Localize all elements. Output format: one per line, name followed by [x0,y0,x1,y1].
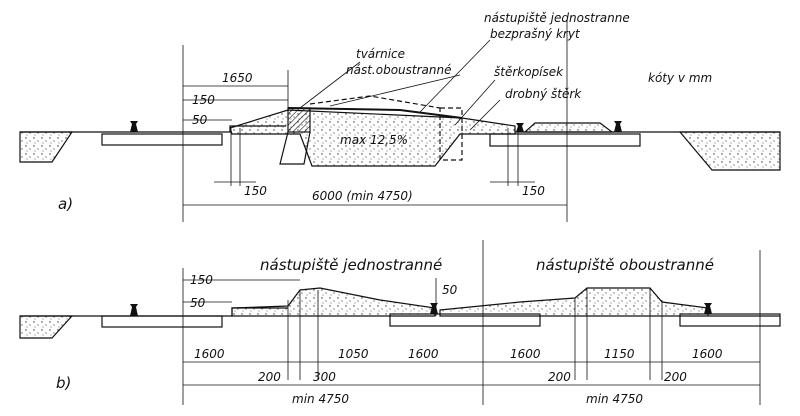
dim-1650: 1650 [222,71,253,85]
rail-right [614,121,622,132]
embankment-left [19,315,74,339]
block-footing [279,131,311,165]
dim-150-right: 150 [522,184,545,198]
platform-left [231,287,436,317]
dim-b-150: 150 [190,273,213,287]
dim-150-left: 150 [244,184,267,198]
leader-sterkopisek [454,79,496,126]
sleeper-right [679,313,781,327]
dim-b-1600-d: 1600 [692,347,723,361]
dim-b-min-right: min 4750 [586,392,643,406]
tvarnice-block [287,107,311,133]
dim-b-min-left: min 4750 [292,392,349,406]
label-jednostranne: nástupiště jednostranne [484,11,630,25]
sleeper-left [101,133,223,146]
section-a: nástupiště jednostranne bezprašný kryt t… [19,11,781,222]
rail-left [130,304,138,316]
right-ballast [523,122,614,133]
rail-left [130,121,138,132]
cover-line [287,107,463,119]
rail-right [704,303,712,314]
label-kryt: bezprašný kryt [490,27,581,41]
section-b: nástupiště jednostranné nástupiště obous… [19,240,781,406]
title-b-left: nástupiště jednostranné [260,256,442,274]
dim-b-1050: 1050 [338,347,369,361]
dim-b-200-a: 200 [258,370,281,384]
sleeper-left [101,315,223,328]
dim-b-1150: 1150 [604,347,635,361]
embankment-left [19,131,74,163]
title-b-right: nástupiště oboustranné [536,256,714,274]
dim-b-200-b: 200 [548,370,571,384]
leader-drobny [469,99,501,131]
dim-b-1600-a: 1600 [194,347,225,361]
dim-b-200-c: 200 [664,370,687,384]
label-sterkopisek: štěrkopísek [494,65,564,79]
dim-b-1600-c: 1600 [510,347,541,361]
dim-b-1600-b: 1600 [408,347,439,361]
dim-b-50-mid: 50 [442,283,458,297]
label-drobny: drobný štěrk [505,87,582,101]
label-oboustranne: nást.oboustranné [346,63,451,77]
dim-6000: 6000 (min 4750) [312,189,413,203]
dashed-block [439,107,463,161]
leader-tvarnice [299,61,361,109]
dim-b-300: 300 [313,370,336,384]
platform-right [439,287,709,317]
label-unit: kóty v mm [648,71,712,85]
label-tvarnice: tvárnice [356,47,405,61]
embankment-right [678,131,781,171]
optional-cover-line [309,95,441,109]
leader-oboustranne [329,74,461,107]
dim-50: 50 [192,113,208,127]
sleeper-right [489,133,641,147]
part-a-label: a) [58,195,73,213]
leader-kryt [419,39,491,113]
dim-150: 150 [192,93,215,107]
dim-b-50: 50 [190,296,206,310]
rail-mid [516,123,524,132]
part-b-label: b) [56,374,71,392]
label-slope: max 12,5% [340,133,408,147]
